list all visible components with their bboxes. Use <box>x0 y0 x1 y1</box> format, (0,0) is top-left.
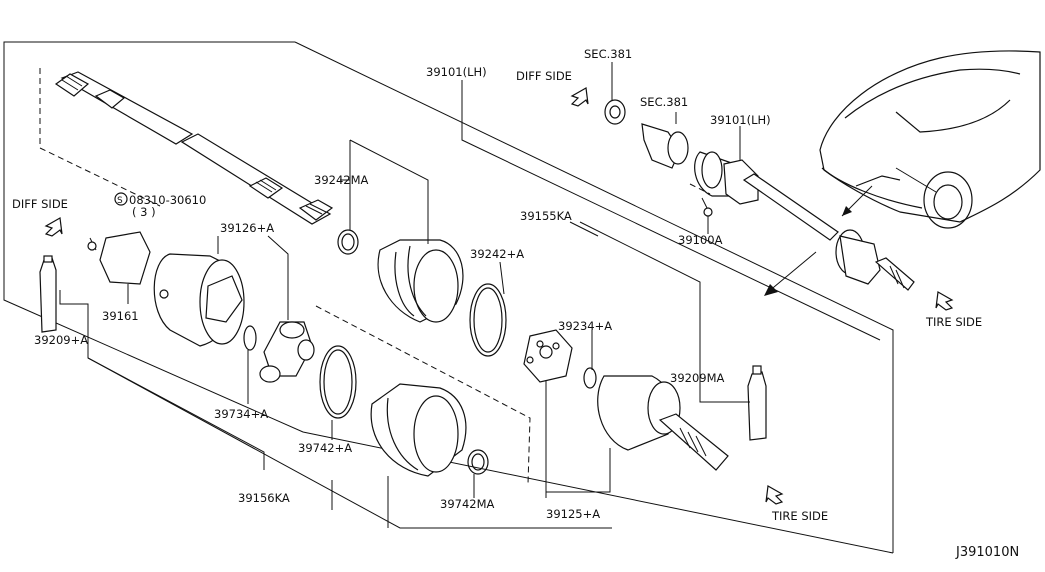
direction-arrow <box>764 251 817 296</box>
label-39234a: 39234+A <box>558 319 612 333</box>
label-screw-number: 08310-30610 <box>129 193 206 207</box>
label-39734a: 39734+A <box>214 407 268 421</box>
outer-cv-joint <box>523 329 767 471</box>
label-sec381-b: SEC.381 <box>640 95 688 109</box>
side-arrows <box>44 87 954 505</box>
label-39209ma: 39209MA <box>670 371 725 385</box>
diagram-id: J391010N <box>955 545 1019 560</box>
vehicle-illustration <box>819 50 1041 229</box>
label-39126a: 39126+A <box>220 221 274 235</box>
label-39101-main: 39101(LH) <box>426 65 487 79</box>
label-39100a: 39100A <box>678 233 723 247</box>
assembly-frame <box>3 41 894 554</box>
label-39742ma: 39742MA <box>440 497 495 511</box>
label-39156ka: 39156KA <box>238 491 290 505</box>
label-diff-side-left: DIFF SIDE <box>12 197 68 211</box>
leader-lines <box>59 62 881 529</box>
label-39161: 39161 <box>102 309 139 323</box>
label-39101-small: 39101(LH) <box>710 113 771 127</box>
label-39242a: 39242+A <box>470 247 524 261</box>
label-39155ka: 39155KA <box>520 209 572 223</box>
outer-axle-shaft <box>604 99 915 291</box>
label-screw-s: S <box>117 196 123 206</box>
inner-joint-housing <box>39 231 315 383</box>
label-tire-side-right: TIRE SIDE <box>925 315 982 329</box>
label-39742a: 39742+A <box>298 441 352 455</box>
label-tire-side-bottom: TIRE SIDE <box>771 509 828 523</box>
label-39209a: 39209+A <box>34 333 88 347</box>
label-sec381-a: SEC.381 <box>584 47 632 61</box>
label-diff-side-top: DIFF SIDE <box>516 69 572 83</box>
label-39242ma: 39242MA <box>314 173 369 187</box>
inner-shaft <box>54 71 334 225</box>
inner-boot-group <box>315 305 531 485</box>
outer-boot-group <box>337 229 507 357</box>
label-screw-qty: ( 3 ) <box>132 205 156 219</box>
screw-symbol-circle <box>114 192 128 206</box>
label-39125a: 39125+A <box>546 507 600 521</box>
part-labels: SEC.381 SEC.381 DIFF SIDE 39101(LH) 3910… <box>12 47 1019 560</box>
